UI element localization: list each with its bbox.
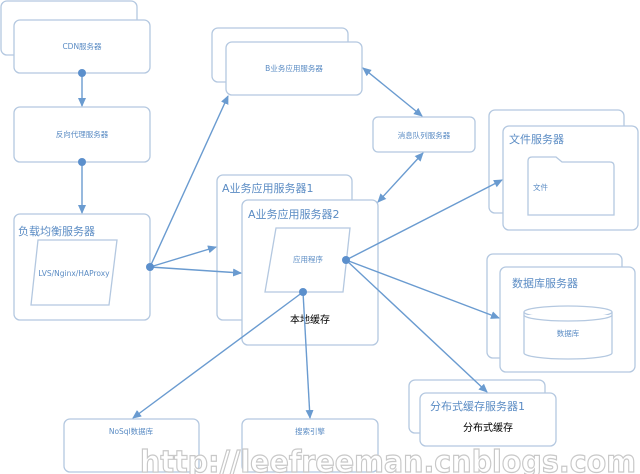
arrow-app-file [345,179,503,261]
db-server-label: 数据库服务器 [512,276,578,290]
arrow-app-dist-cache [345,259,488,393]
reverse-proxy-label: 反向代理服务器 [56,129,109,139]
nosql-label: NoSql数据库 [109,426,154,436]
dist-cache-server-node: 分布式缓存服务器1 分布式缓存 [408,379,557,447]
mq-label: 消息队列服务器 [398,130,451,140]
file-server-node: 文件服务器 文件 [488,109,639,231]
load-balancer-label: 负载均衡服务器 [18,224,95,238]
connectors [78,67,503,419]
b-app-label: B业务应用服务器 [265,63,323,73]
watermark: http://leefreeman.cnblogs.com [140,445,636,474]
arrow-app-search [302,291,314,419]
a-app2-label: A业务应用服务器2 [248,207,340,221]
a-app1-label: A业务应用服务器1 [222,181,314,195]
arrow-app-db [345,259,500,319]
arrow-lb-a-app2 [149,266,242,277]
database-icon [523,305,613,360]
db-label: 数据库 [557,328,580,338]
db-server-node: 数据库服务器 数据库 [486,253,636,373]
cdn-server-node: CDN服务器 [0,0,151,74]
b-app-server-node: B业务应用服务器 [211,27,363,96]
mq-server-node: 消息队列服务器 [372,116,476,153]
nosql-node: NoSql数据库 [63,418,200,473]
file-server-label: 文件服务器 [509,132,564,146]
file-label: 文件 [533,182,548,192]
arrow-lb-a-app1 [149,245,217,268]
arrow-b-app-mq [362,67,423,117]
lb-software-label: LVS/Nginx/HAProxy [38,269,110,278]
reverse-proxy-node: 反向代理服务器 [13,106,151,163]
load-balancer-node: 负载均衡服务器 LVS/Nginx/HAProxy [13,213,151,321]
local-cache-label: 本地缓存 [290,313,330,326]
cdn-label: CDN服务器 [62,41,102,51]
dist-cache-server-label: 分布式缓存服务器1 [430,399,525,413]
dist-cache-label: 分布式缓存 [463,421,513,434]
search-label: 搜索引擎 [295,426,325,436]
search-engine-node: 搜索引擎 [241,418,379,473]
a-app-server-node: A业务应用服务器1 A业务应用服务器2 应用程序 本地缓存 [216,174,379,346]
app-program-label: 应用程序 [293,254,323,264]
folder-icon [527,156,615,216]
arrow-lb-b-app [149,95,229,268]
arrow-mq-a-app [377,152,424,203]
arrow-app-nosql [132,291,304,419]
